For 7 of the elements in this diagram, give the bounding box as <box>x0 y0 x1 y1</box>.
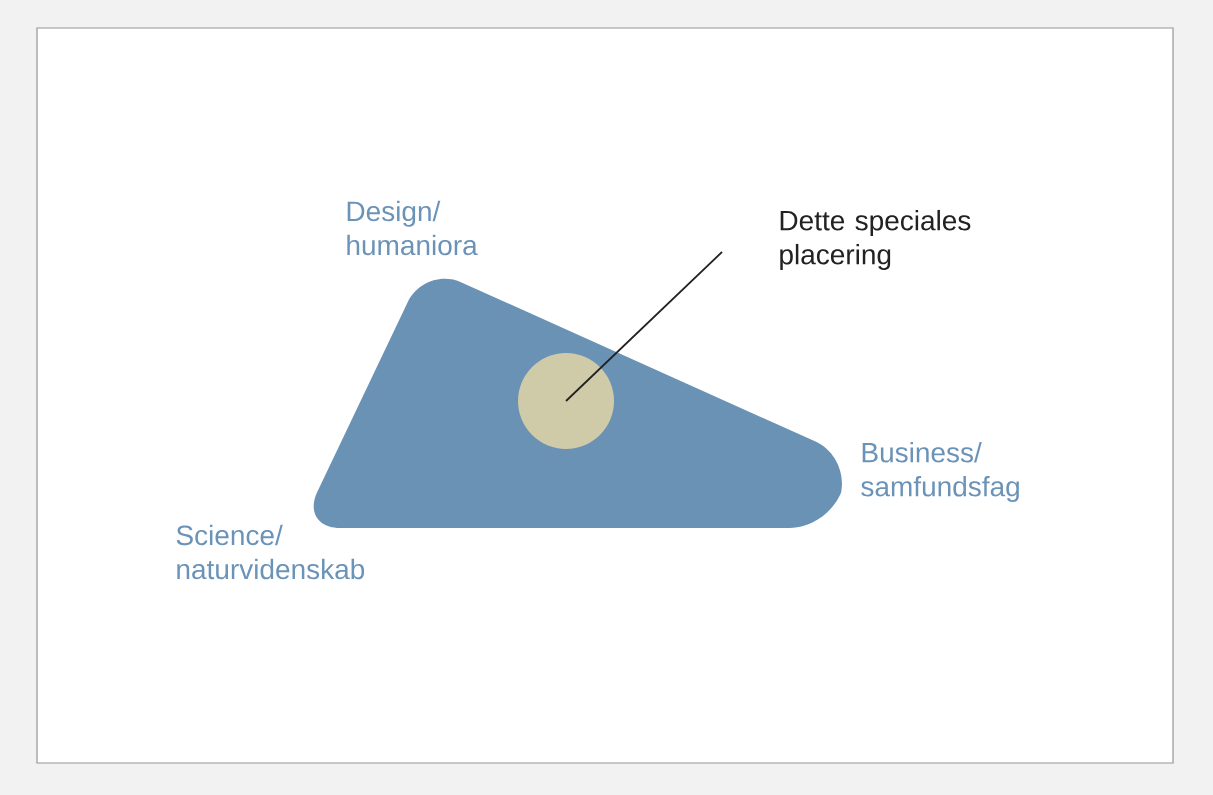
triangle-shape <box>313 278 842 528</box>
placement-circle <box>518 353 614 449</box>
placement-label: Dette speciales placering <box>780 209 971 271</box>
axis-label: Science/ naturvidenskab <box>176 524 365 580</box>
axis-label: Business/ samfundsfag <box>861 441 1019 503</box>
axis-label: Design/ humaniora <box>347 200 478 256</box>
leader-line <box>565 251 723 402</box>
